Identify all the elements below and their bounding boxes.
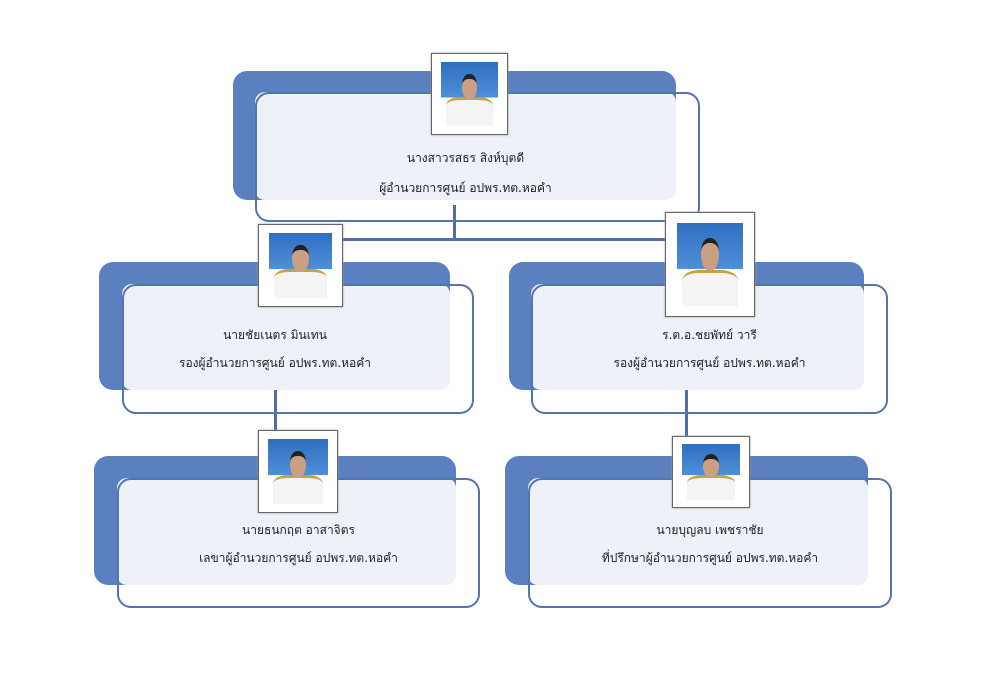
person-photo [258,430,338,513]
person-photo [258,224,343,307]
connector [340,238,666,241]
person-name: นายบุญลบ เพชราชัย [656,523,764,537]
person-title: รองผู้อำนวยการศูนย์ อปพร.ทต.หอคำ [613,356,806,370]
person-photo [672,436,750,508]
person-title: เลขาผู้อำนวยการศูนย์ อปพร.ทต.หอคำ [199,551,398,565]
person-title: ที่ปรึกษาผู้อำนวยการศูนย์ อปพร.ทต.หอคำ [601,551,819,565]
connector [274,390,277,432]
person-name: นางสาวรสธร สิงห์บุตดี [406,151,525,165]
person-title: รองผู้อำนวยการศูนย์ อปพร.ทต.หอคำ [179,356,371,370]
connector [685,390,688,438]
person-photo [665,212,755,317]
person-title: ผู้อำนวยการศูนย์ อปพร.ทต.หอคำ [379,181,552,195]
person-name: นายชัยเนตร มินเทน [223,328,327,342]
person-name: ร.ต.อ.ชยพัทย์ วารี [662,328,757,342]
connector [453,205,456,241]
person-photo [431,53,508,135]
person-name: นายธนกฤต อาสาจิตร [242,523,355,537]
